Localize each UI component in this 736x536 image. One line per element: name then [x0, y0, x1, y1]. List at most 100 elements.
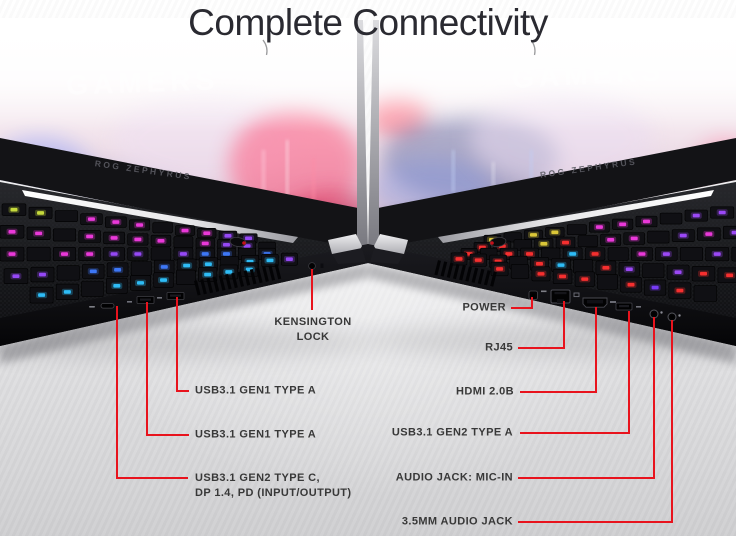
key-legend — [726, 273, 734, 278]
callout-line-rj45 — [518, 301, 565, 349]
key-legend — [496, 267, 504, 271]
key-legend — [110, 236, 118, 240]
key-legend — [581, 277, 589, 281]
callout-line-usb-gen2-a — [520, 311, 630, 434]
keyboard-key — [150, 247, 172, 261]
vent-slot — [465, 266, 473, 282]
key-legend — [112, 220, 120, 224]
laptop-left-body — [0, 182, 368, 346]
keyboard-key — [130, 261, 152, 276]
callout-line-mic — [518, 317, 655, 479]
vent-slot — [224, 274, 232, 290]
key-legend — [559, 274, 567, 279]
laptop-right-lid-edge — [368, 20, 379, 252]
key-legend — [630, 236, 638, 241]
key-legend — [569, 252, 577, 256]
key-legend — [692, 213, 700, 218]
vent-slot — [268, 265, 276, 281]
headphone-icon — [678, 314, 681, 317]
vent-slot — [477, 268, 485, 285]
keyboard-key — [56, 265, 80, 281]
key-legend — [183, 263, 191, 268]
key-legend — [731, 230, 736, 235]
key-legend — [642, 219, 650, 224]
key-legend — [526, 252, 534, 256]
key-legend — [10, 207, 18, 212]
key-legend — [551, 230, 559, 235]
key-legend — [136, 223, 144, 227]
key-legend — [627, 282, 635, 287]
keyboard-key — [173, 236, 194, 248]
usb-icon — [127, 301, 132, 303]
lan-icon — [573, 292, 580, 298]
vent-slot — [274, 264, 282, 280]
key-legend — [718, 210, 726, 215]
vent-slot — [243, 270, 251, 286]
laptop-left: REPUBLIC OF GAMERS ROG ZEPHYRUS — [0, 18, 368, 346]
keyboard-key — [176, 269, 196, 285]
laptop-right-bezel — [378, 138, 736, 252]
key-legend — [35, 231, 43, 236]
keyboard-key — [566, 224, 587, 236]
key-legend — [638, 252, 646, 256]
key-legend — [266, 258, 274, 263]
vent-slot — [440, 261, 448, 277]
vent-slot — [483, 270, 491, 286]
callout-label-35mm-audio: 3.5MM AUDIO JACK — [401, 515, 513, 528]
key-legend — [591, 252, 599, 256]
usb-a-port-3 — [615, 302, 641, 311]
key-legend — [86, 234, 94, 239]
callout-lines — [116, 269, 673, 523]
key-legend — [222, 252, 230, 256]
usb-a-port-2 — [157, 292, 185, 300]
laptop-left-keyboard — [0, 203, 298, 304]
key-legend — [651, 285, 659, 290]
laptop-right-hinge-accent — [438, 190, 714, 243]
keyboard-key — [510, 264, 530, 279]
laptop-right-keyboard — [450, 206, 736, 302]
vent-slot — [434, 260, 442, 276]
key-legend — [700, 271, 708, 276]
screen-brand-gamers-left: GAMERS — [66, 64, 220, 100]
keyboard-key — [81, 280, 104, 297]
key-legend — [160, 265, 168, 269]
key-legend — [595, 225, 603, 229]
key-legend — [160, 278, 168, 282]
key-legend — [540, 241, 548, 246]
keyboard-key — [541, 247, 561, 261]
vent-slot — [262, 266, 269, 282]
usb-icon — [636, 306, 641, 308]
usb-c-port — [89, 303, 115, 309]
key-legend — [201, 241, 209, 246]
key-legend — [179, 252, 187, 256]
key-legend — [607, 238, 615, 242]
usb-c-icon — [89, 306, 95, 308]
keyboard-key — [693, 285, 718, 302]
vent-slot — [471, 267, 479, 283]
key-legend — [60, 252, 68, 256]
vent-slot — [459, 265, 466, 281]
keyboard-key — [577, 235, 598, 248]
keyboard-key — [731, 246, 736, 262]
dc-in-icon — [541, 290, 547, 293]
lid-corner-mark-right — [530, 39, 536, 56]
key-legend — [455, 257, 463, 261]
key-legend — [114, 268, 122, 272]
key-legend — [557, 263, 565, 267]
callout-label-hdmi: HDMI 2.0B — [456, 385, 514, 398]
mic-icon — [660, 311, 663, 314]
key-legend — [602, 266, 610, 270]
keyboard-key — [597, 274, 618, 290]
laptop-right: REPUBLIC OF GAMERS ROG ZEPHYRUS — [368, 18, 736, 346]
key-legend — [537, 272, 545, 276]
vent-slot — [206, 277, 214, 294]
key-legend — [157, 238, 165, 243]
laptop-left-hinge-accent — [22, 190, 298, 243]
power-button-right — [489, 236, 507, 248]
key-legend — [134, 252, 142, 256]
key-legend — [245, 236, 253, 241]
key-legend — [201, 252, 209, 256]
laptop-left-vent — [194, 264, 282, 296]
key-legend — [137, 281, 145, 285]
callout-label-usb-gen1-upper: USB3.1 GEN1 TYPE A — [195, 384, 317, 397]
